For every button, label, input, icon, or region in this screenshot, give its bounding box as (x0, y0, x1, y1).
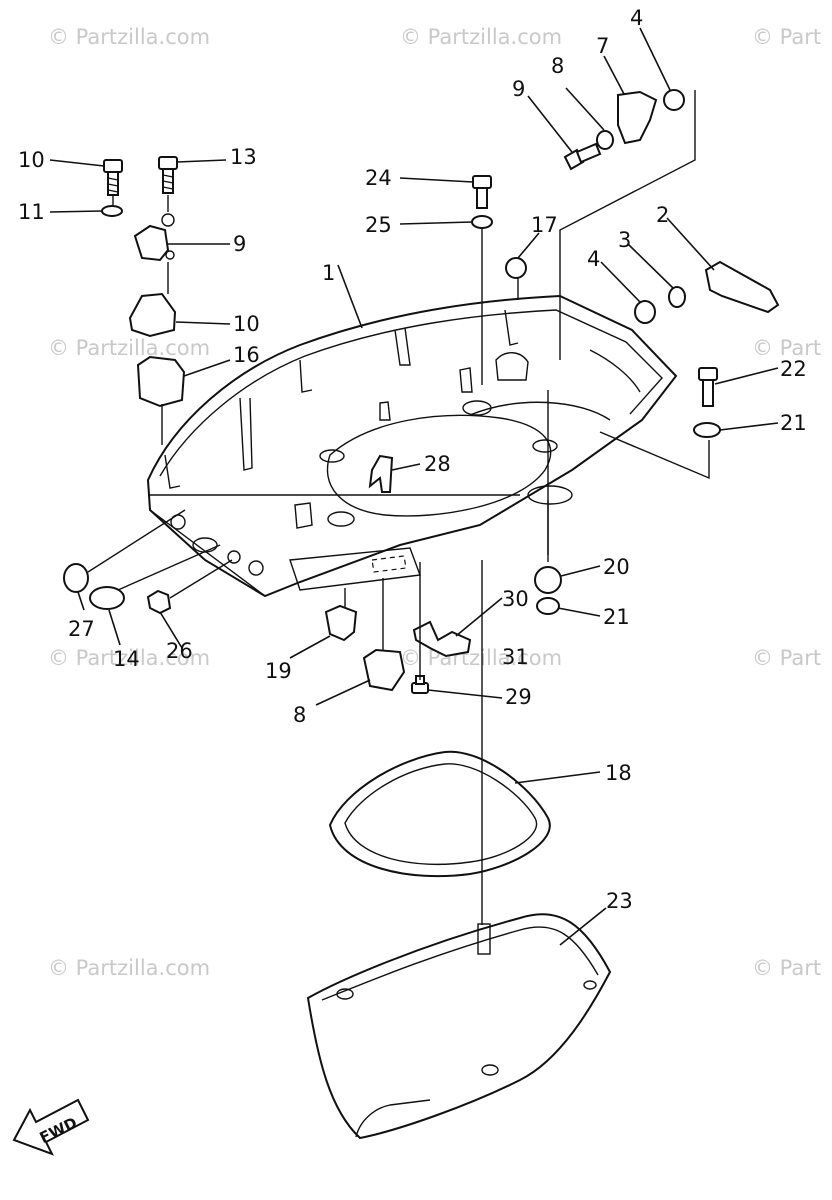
bolt-part-14 (158, 156, 178, 194)
callout-4b: 4 (587, 247, 600, 271)
callout-13: 14 (113, 647, 140, 671)
plug-part-27 (63, 563, 89, 593)
callout-11: 10 (18, 148, 45, 172)
bracket-part-9 (133, 213, 175, 262)
callout-12: 11 (18, 200, 45, 224)
bolt-part-24 (472, 175, 492, 209)
watermark: © Part (752, 25, 821, 49)
mount-part-18 (324, 604, 358, 642)
callout-6: 8 (551, 54, 564, 78)
collar-part-20 (536, 597, 560, 615)
washer-part-6 (596, 130, 614, 150)
nut-part-4b (634, 300, 656, 324)
leader-lines (49, 27, 779, 946)
watermark: © Partzilla.com (400, 646, 562, 670)
washer-part-25 (471, 215, 493, 229)
callout-3: 3 (618, 228, 631, 252)
grommet-part-16 (505, 257, 527, 279)
watermark: © Part (752, 956, 821, 980)
callout-2: 2 (656, 203, 669, 227)
callout-25: 25 (365, 213, 392, 237)
callout-10: 10 (233, 312, 260, 336)
nut-part-4 (663, 89, 685, 111)
screw-part-29 (411, 675, 429, 694)
callout-28: 28 (424, 452, 451, 476)
callout-numbers: 10 11 13 9 10 16 1 24 25 17 9 8 7 4 2 3 … (18, 6, 807, 913)
cap-part-15 (136, 355, 186, 408)
callout-23: 23 (606, 889, 633, 913)
watermark: © Partzilla.com (48, 336, 210, 360)
callout-7: 9 (512, 77, 525, 101)
callout-29: 29 (505, 685, 532, 709)
bolt-part-11 (103, 159, 123, 196)
callout-15: 16 (233, 343, 260, 367)
bolt-part-7 (563, 142, 602, 171)
grommet-part-13 (89, 586, 125, 610)
callout-21: 21 (780, 411, 807, 435)
clip-part-28 (368, 454, 394, 493)
bottom-cowling-part (146, 294, 678, 598)
callout-17: 18 (605, 761, 632, 785)
callout-27: 27 (68, 617, 95, 641)
washer-part-3 (668, 286, 686, 308)
watermark: © Partzilla.com (400, 25, 562, 49)
assembly-lines (87, 90, 710, 925)
bolt-part-22 (698, 367, 718, 407)
nipple-part-26 (146, 589, 172, 615)
grommet-part-8 (362, 648, 406, 692)
callout-20: 21 (603, 605, 630, 629)
washer-part-12 (101, 205, 123, 217)
callout-19: 20 (603, 555, 630, 579)
bracket-part-30 (412, 620, 472, 658)
watermark: © Part (752, 646, 821, 670)
callout-22: 22 (780, 357, 807, 381)
callout-14: 13 (230, 145, 257, 169)
lever-part-5 (617, 90, 658, 145)
callout-9: 9 (233, 232, 246, 256)
seal-part-17 (328, 750, 551, 878)
watermark: © Partzilla.com (48, 646, 210, 670)
cover-part-23 (306, 913, 612, 1140)
handle-part-2 (704, 260, 780, 314)
holder-part-10 (128, 292, 177, 338)
watermark: © Partzilla.com (48, 25, 210, 49)
callout-18: 19 (265, 659, 292, 683)
watermark: © Part (752, 336, 821, 360)
callout-16: 17 (531, 213, 558, 237)
callout-1: 1 (322, 261, 335, 285)
callout-26: 26 (166, 639, 193, 663)
callout-4: 4 (630, 6, 643, 30)
watermark: © Partzilla.com (48, 956, 210, 980)
callout-5: 7 (596, 34, 609, 58)
callout-24: 24 (365, 166, 392, 190)
fwd-arrow-icon: FWD (12, 1098, 90, 1156)
callout-31: 31 (502, 645, 529, 669)
washer-part-21 (693, 422, 721, 438)
callout-30: 30 (502, 587, 529, 611)
callout-8: 8 (293, 703, 306, 727)
grommet-part-19 (534, 566, 562, 594)
